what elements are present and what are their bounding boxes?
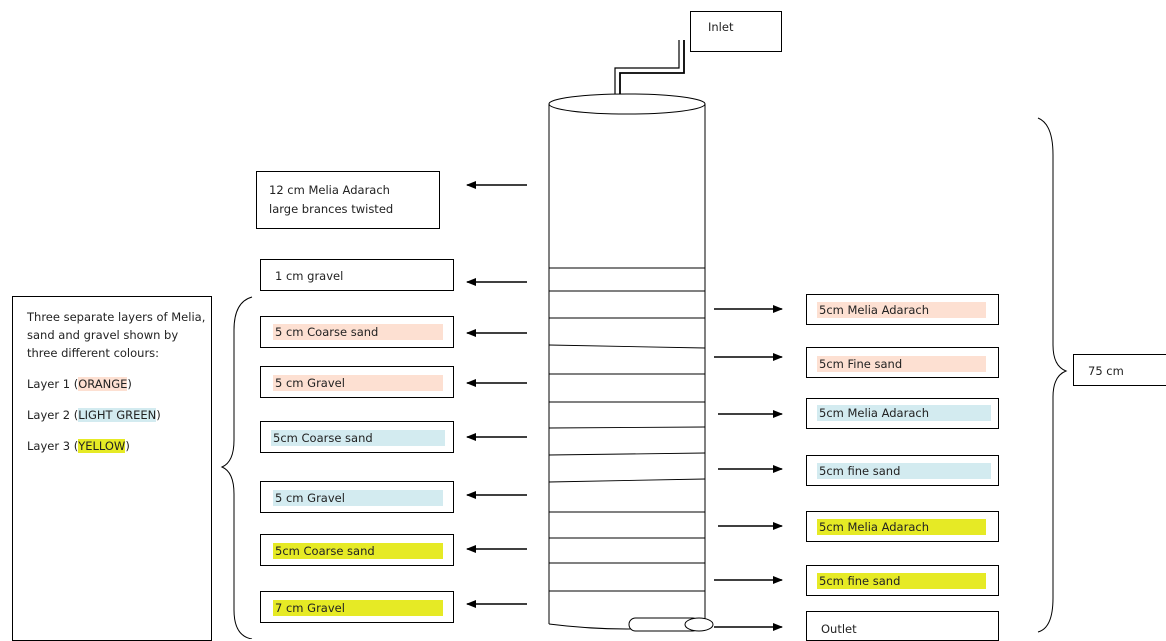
legend-layer2-prefix: Layer 2 ( bbox=[27, 408, 79, 422]
legend-layer1-suffix: ) bbox=[127, 377, 132, 391]
right-label-box: 5cm Melia Adarach bbox=[806, 398, 999, 429]
height-brace bbox=[1037, 117, 1068, 633]
filter-cylinder bbox=[548, 93, 706, 630]
legend-layer2: Layer 2 (LIGHT GREEN) bbox=[27, 406, 207, 424]
right-label-text: 5cm Melia Adarach bbox=[817, 302, 986, 318]
left-label-text: 7 cm Gravel bbox=[273, 600, 443, 616]
top-layer-box: 12 cm Melia Adarach large brances twiste… bbox=[256, 171, 440, 229]
left-arrows bbox=[466, 181, 527, 608]
right-arrows bbox=[714, 305, 783, 631]
legend-layer1-prefix: Layer 1 ( bbox=[27, 377, 79, 391]
right-label-text: 5cm fine sand bbox=[817, 463, 991, 479]
left-label-box: 1 cm gravel bbox=[260, 259, 454, 291]
right-label-box: 5cm fine sand bbox=[806, 565, 999, 596]
left-label-box: 5 cm Gravel bbox=[260, 366, 454, 398]
left-label-text: 5cm Coarse sand bbox=[273, 543, 443, 559]
legend-layer1: Layer 1 (ORANGE) bbox=[27, 375, 207, 393]
left-label-text: 1 cm gravel bbox=[275, 269, 344, 283]
right-label-text: 5cm fine sand bbox=[817, 573, 986, 589]
legend-intro: Three separate layers of Melia, sand and… bbox=[27, 310, 206, 360]
right-label-text: 5cm Melia Adarach bbox=[817, 405, 991, 421]
right-label-box: 5cm Fine sand bbox=[806, 347, 999, 378]
outlet-pipe bbox=[628, 617, 714, 632]
top-layer-line1: 12 cm Melia Adarach bbox=[269, 183, 390, 197]
right-label-box: 5cm fine sand bbox=[806, 455, 999, 486]
layer-lines bbox=[548, 267, 706, 592]
legend-layer1-color: ORANGE bbox=[78, 377, 128, 391]
right-label-text: 5cm Fine sand bbox=[817, 356, 986, 372]
left-label-text: 5 cm Coarse sand bbox=[273, 324, 443, 340]
legend-layer2-color: LIGHT GREEN bbox=[78, 408, 157, 422]
legend-box bbox=[12, 296, 212, 641]
right-label-text: 5cm Melia Adarach bbox=[817, 519, 986, 535]
legend-layer2-suffix: ) bbox=[156, 408, 161, 422]
left-label-box: 7 cm Gravel bbox=[260, 591, 454, 623]
left-label-text: 5 cm Gravel bbox=[273, 375, 443, 391]
right-label-box: 5cm Melia Adarach bbox=[806, 511, 999, 542]
left-label-box: 5 cm Coarse sand bbox=[260, 316, 454, 348]
left-label-box: 5cm Coarse sand bbox=[260, 421, 454, 453]
height-box: 75 cm bbox=[1073, 354, 1166, 386]
inlet-label: Inlet bbox=[708, 20, 734, 34]
outlet-box: Outlet bbox=[806, 611, 999, 641]
left-label-box: 5 cm Gravel bbox=[260, 481, 454, 513]
left-label-box: 5cm Coarse sand bbox=[260, 534, 454, 566]
legend-layer3-prefix: Layer 3 ( bbox=[27, 439, 79, 453]
left-brace bbox=[220, 296, 253, 639]
height-label: 75 cm bbox=[1088, 364, 1124, 378]
inlet-box: Inlet bbox=[690, 11, 782, 52]
left-label-text: 5cm Coarse sand bbox=[271, 430, 445, 446]
legend-layer3-color: YELLOW bbox=[78, 439, 126, 453]
outlet-label: Outlet bbox=[821, 622, 857, 636]
left-label-text: 5 cm Gravel bbox=[273, 490, 443, 506]
right-label-box: 5cm Melia Adarach bbox=[806, 294, 999, 325]
legend-text: Three separate layers of Melia, sand and… bbox=[27, 308, 207, 455]
legend-layer3: Layer 3 (YELLOW) bbox=[27, 437, 207, 455]
top-layer-line2: large brances twisted bbox=[269, 202, 394, 216]
legend-layer3-suffix: ) bbox=[125, 439, 130, 453]
